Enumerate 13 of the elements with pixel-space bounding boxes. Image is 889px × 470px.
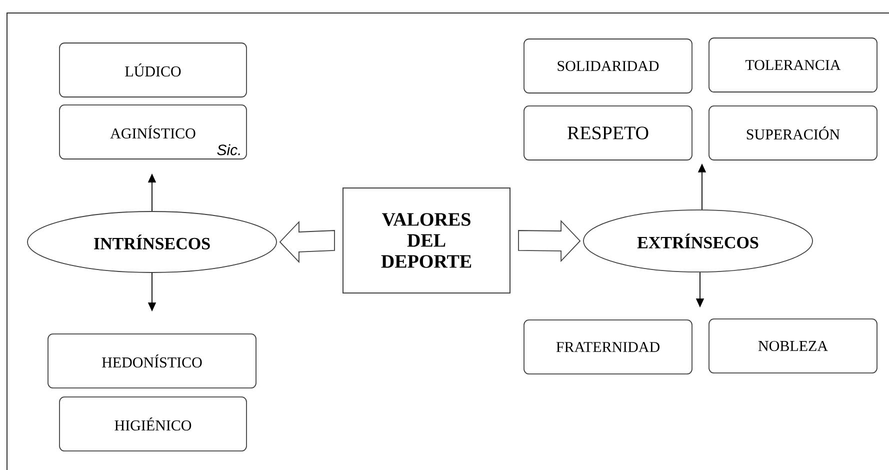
value-box: TOLERANCIA — [708, 38, 878, 92]
sic-note: Sic. — [217, 144, 240, 156]
value-box: HIGIÉNICO — [59, 396, 247, 452]
block-arrow — [518, 220, 581, 262]
value-box: SOLIDARIDAD — [524, 38, 692, 94]
block-arrow — [279, 220, 335, 264]
value-box: SUPERACIÓN — [708, 106, 878, 160]
value-box: FRATERNIDAD — [524, 320, 692, 374]
value-box: NOBLEZA — [708, 318, 878, 374]
value-box: LÚDICO — [59, 42, 247, 98]
title-box: VALORES DEL DEPORTE — [342, 187, 510, 294]
value-box: HEDONÍSTICO — [48, 334, 256, 388]
value-box: RESPETO — [524, 106, 692, 160]
